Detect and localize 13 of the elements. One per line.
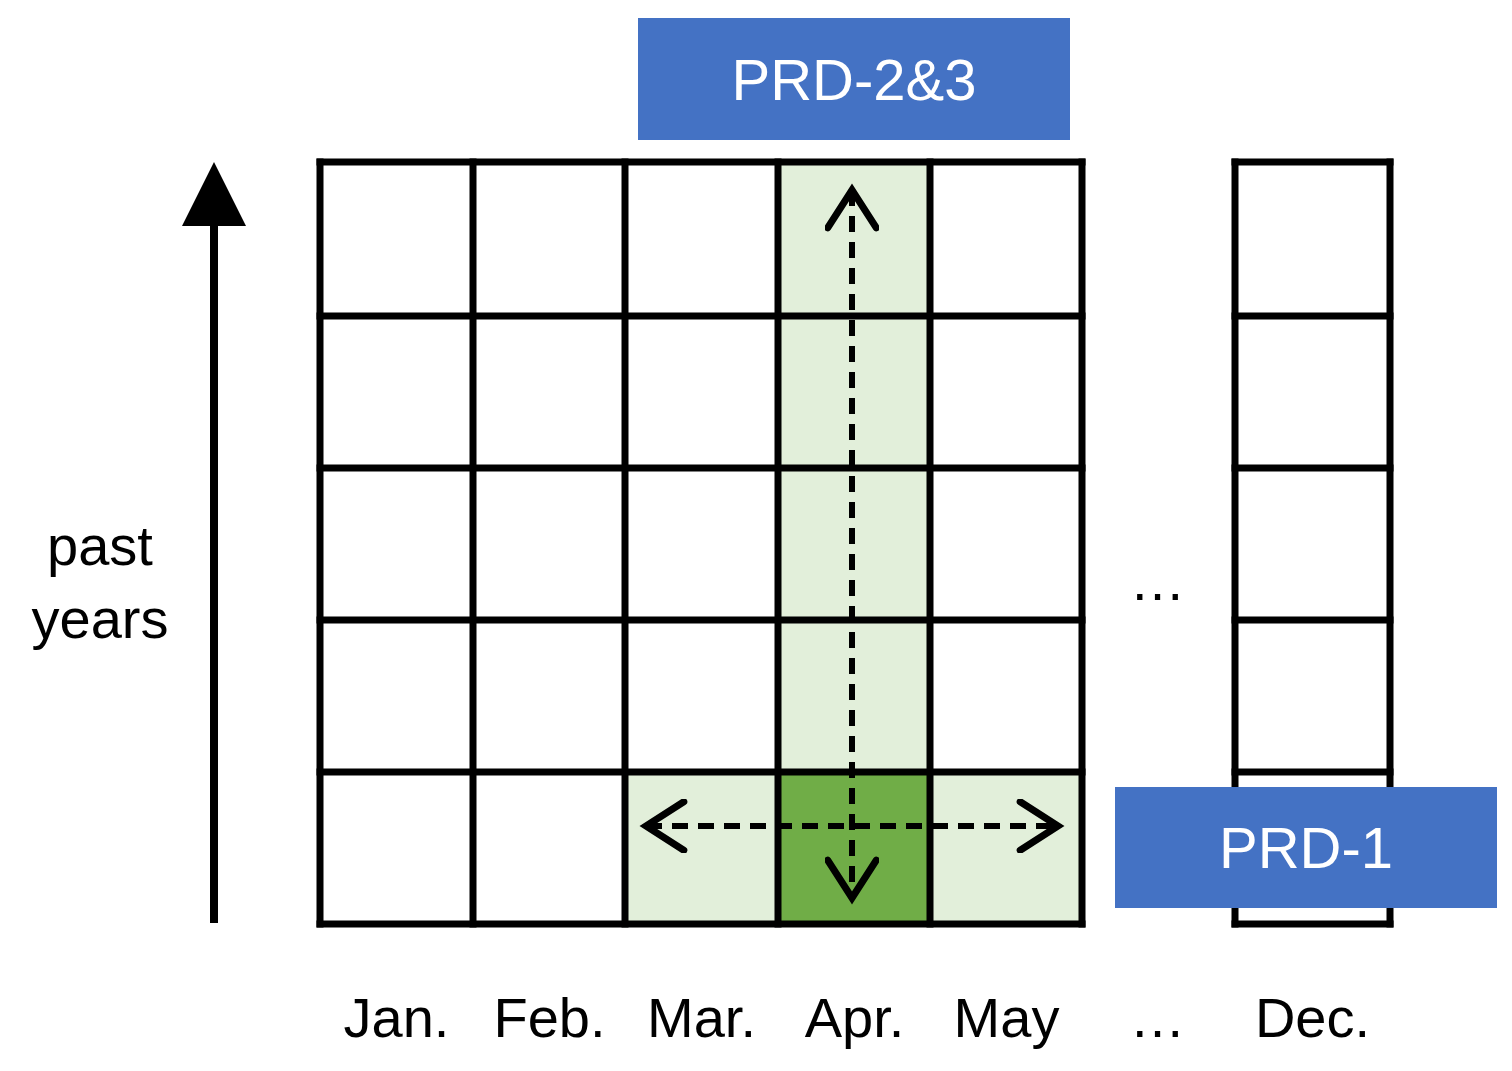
month-label: Mar. xyxy=(646,985,757,1051)
label-box xyxy=(1115,787,1497,908)
box-label: PRD-1 xyxy=(1219,814,1393,881)
box-label: PRD-2&3 xyxy=(731,45,977,113)
month-label: Feb. xyxy=(492,985,607,1051)
month-label: Jan. xyxy=(342,985,451,1051)
month-label: Dec. xyxy=(1253,985,1372,1051)
label-box xyxy=(638,18,1070,140)
ellipsis: … xyxy=(1128,548,1187,614)
month-label: May xyxy=(952,985,1061,1051)
ellipsis: … xyxy=(1128,985,1187,1051)
axis-label: past years xyxy=(30,513,170,652)
month-label: Apr. xyxy=(803,985,906,1051)
